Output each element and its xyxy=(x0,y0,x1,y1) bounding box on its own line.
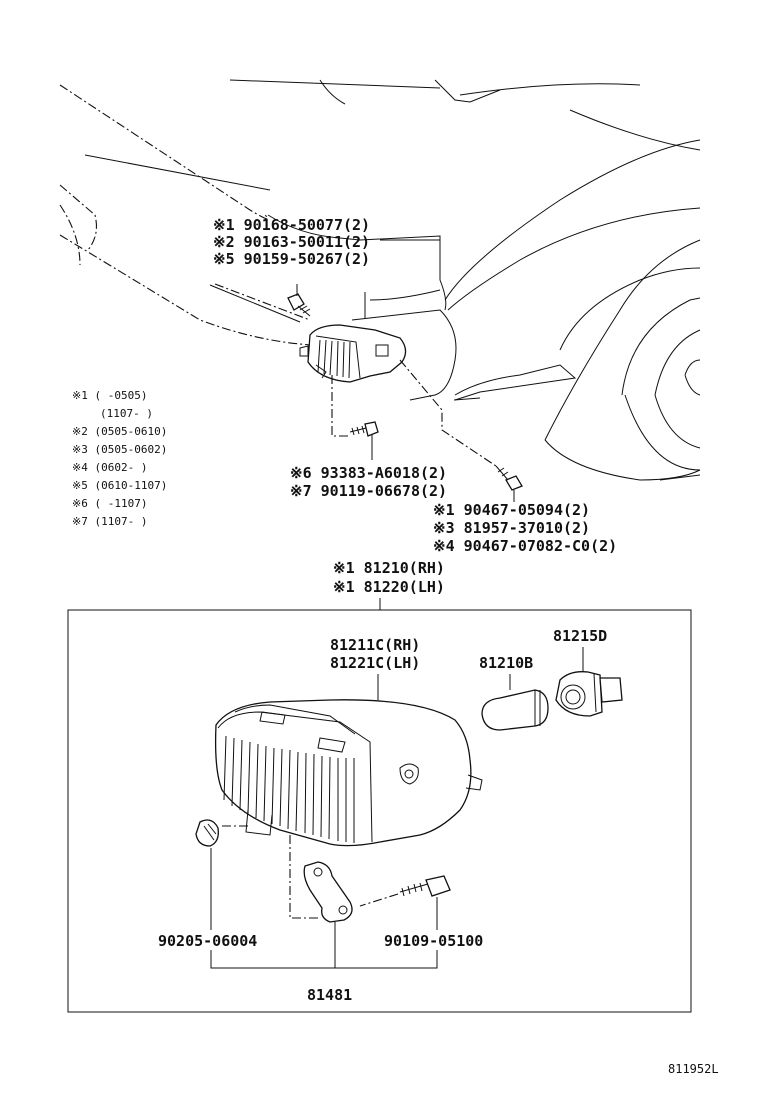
label-lens-rh: 81211C(RH) xyxy=(330,636,420,654)
label-right-2: ※3 81957-37010(2) xyxy=(433,519,590,537)
note-3: ※2 (0505-0610) xyxy=(72,425,167,438)
diagram-id: 811952L xyxy=(668,1062,719,1076)
note-1: ※1 ( -0505) xyxy=(72,389,147,402)
note-7: ※6 ( -1107) xyxy=(72,497,147,510)
label-socket: 81215D xyxy=(553,627,607,645)
label-mid-1: ※6 93383-A6018(2) xyxy=(290,464,447,482)
leader-mid-dash xyxy=(331,375,350,437)
label-group-assembly: ※1 81210(RH) ※1 81220(LH) xyxy=(333,559,445,596)
detail-box xyxy=(67,609,692,1013)
note-5: ※4 (0602- ) xyxy=(72,461,147,474)
label-right-1: ※1 90467-05094(2) xyxy=(433,501,590,519)
label-bracket: 81481 xyxy=(307,986,352,1004)
label-clip: 90205-06004 xyxy=(158,932,257,950)
clip-part xyxy=(195,819,219,847)
bracket-part xyxy=(303,861,353,923)
note-6: ※5 (0610-1107) xyxy=(72,479,167,492)
socket-part xyxy=(555,671,623,717)
leader-right-dash xyxy=(399,359,497,467)
screw-top xyxy=(287,284,311,317)
label-mid-2: ※7 90119-06678(2) xyxy=(290,482,447,500)
bulb-part xyxy=(481,689,549,731)
note-2: (1107- ) xyxy=(100,407,153,420)
label-group-mid: ※6 93383-A6018(2) ※7 90119-06678(2) xyxy=(290,464,447,500)
label-right-3: ※4 90467-07082-C0(2) xyxy=(433,537,617,555)
note-4: ※3 (0505-0602) xyxy=(72,443,167,456)
label-bolt: 90109-05100 xyxy=(384,932,483,950)
vehicle-body xyxy=(59,79,701,481)
fog-lamp-large xyxy=(214,699,483,847)
label-group-top: ※1 90168-50077(2) ※2 90163-50011(2) ※5 9… xyxy=(213,216,370,268)
label-top-1: ※1 90168-50077(2) xyxy=(213,216,370,234)
bracket-leader xyxy=(210,950,438,969)
label-top-3: ※5 90159-50267(2) xyxy=(213,250,370,268)
label-top-2: ※2 90163-50011(2) xyxy=(213,233,370,251)
note-8: ※7 (1107- ) xyxy=(72,515,147,528)
notes-block: ※1 ( -0505) (1107- ) ※2 (0505-0610) ※3 (… xyxy=(72,389,167,528)
screw-right xyxy=(495,465,523,502)
fog-lamp-small xyxy=(299,324,407,383)
label-lens-lh: 81221C(LH) xyxy=(330,654,420,672)
screw-middle xyxy=(349,421,379,460)
label-bulb: 81210B xyxy=(479,654,533,672)
label-assembly-rh: ※1 81210(RH) xyxy=(333,559,445,577)
label-group-right: ※1 90467-05094(2) ※3 81957-37010(2) ※4 9… xyxy=(433,501,617,555)
leader-bolt-dash xyxy=(359,893,399,907)
label-assembly-lh: ※1 81220(LH) xyxy=(333,578,445,596)
bolt-part xyxy=(359,875,451,907)
